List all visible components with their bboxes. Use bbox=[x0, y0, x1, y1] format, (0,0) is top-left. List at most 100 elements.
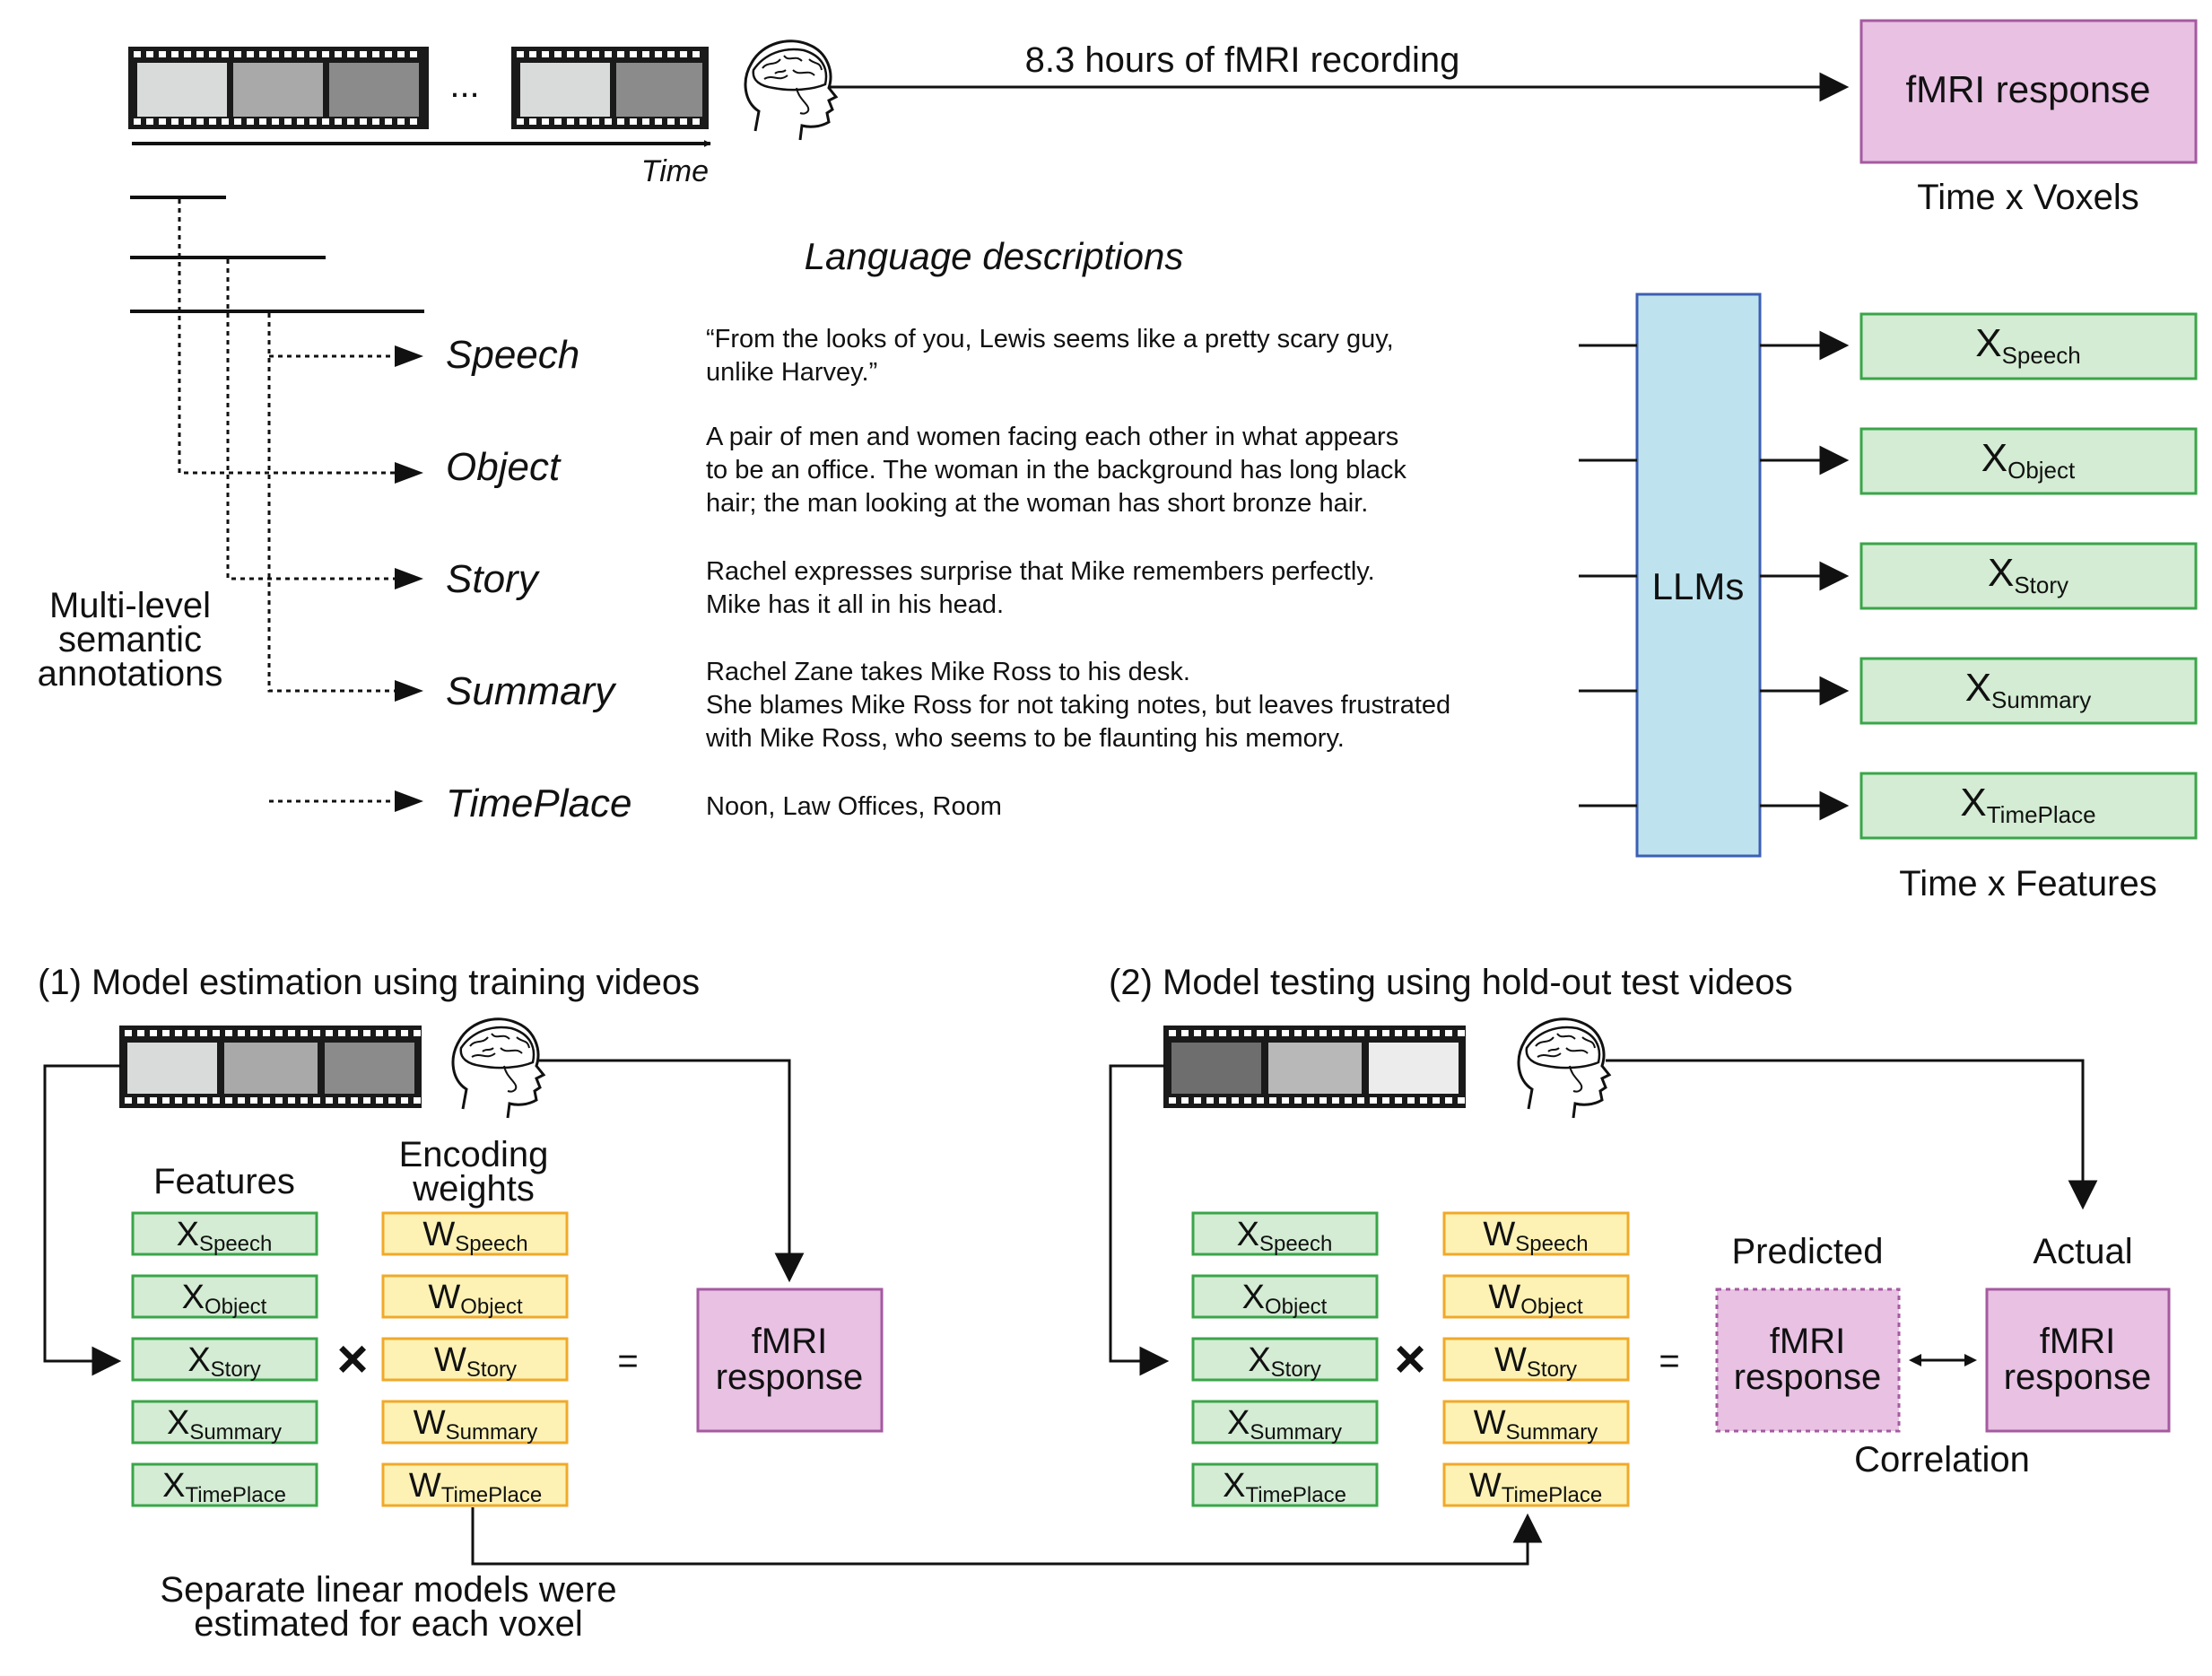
recording-label: 8.3 hours of fMRI recording bbox=[1025, 40, 1460, 80]
desc-story-line: Mike has it all in his head. bbox=[706, 590, 1004, 619]
panel-2-title: (2) Model testing using hold-out test vi… bbox=[1109, 963, 1793, 1002]
w-box-object bbox=[381, 1274, 569, 1319]
equals-sign: = bbox=[1659, 1341, 1679, 1381]
predicted-response-label: response bbox=[1734, 1357, 1882, 1397]
fmri-response-box-train bbox=[696, 1288, 884, 1433]
actual-response-arrow bbox=[1606, 1059, 2098, 1210]
equals-sign: = bbox=[617, 1341, 638, 1381]
feature-box-object bbox=[1859, 427, 2198, 495]
fmri-response-box bbox=[1859, 19, 2198, 164]
weights-label: Encoding bbox=[399, 1135, 549, 1174]
annotation-arrowheads bbox=[395, 345, 423, 812]
desc-summary-line: Rachel Zane takes Mike Ross to his desk. bbox=[706, 658, 1190, 686]
x-box-timeplace bbox=[1191, 1462, 1379, 1507]
x-label-object: XObject bbox=[1242, 1279, 1328, 1319]
actual-label: Actual bbox=[2033, 1232, 2132, 1271]
level-object: Object bbox=[446, 445, 562, 489]
film-strip-test bbox=[1163, 1026, 1466, 1108]
w-box-object bbox=[1442, 1274, 1630, 1319]
fmri-response-label: fMRI response bbox=[1905, 68, 2150, 110]
svg-text:annotations: annotations bbox=[38, 654, 223, 694]
film-perforations bbox=[517, 51, 700, 125]
desc-summary-line: She blames Mike Ross for not taking note… bbox=[706, 691, 1450, 720]
w-label-object: WObject bbox=[428, 1279, 523, 1319]
brain-icon bbox=[1517, 1017, 1611, 1120]
x-label-story: XStory bbox=[1248, 1341, 1320, 1382]
w-box-story bbox=[1442, 1337, 1630, 1382]
film-strip-train bbox=[119, 1026, 422, 1108]
w-box-story bbox=[381, 1337, 569, 1382]
svg-text:semantic: semantic bbox=[58, 620, 202, 659]
x-box-timeplace bbox=[131, 1462, 318, 1507]
language-descriptions-title: Language descriptions bbox=[805, 235, 1184, 277]
weights-label: weights bbox=[412, 1169, 535, 1209]
actual-response-label: fMRI bbox=[2040, 1322, 2115, 1361]
feature-label-object: XObject bbox=[1981, 436, 2076, 484]
features-label: Features bbox=[153, 1162, 295, 1201]
x-label-summary: XSummary bbox=[1227, 1404, 1342, 1445]
x-label-story: XStory bbox=[187, 1341, 260, 1382]
desc-story-line: Rachel expresses surprise that Mike reme… bbox=[706, 557, 1375, 586]
ellipsis: ... bbox=[449, 65, 479, 105]
multiply-sign: × bbox=[336, 1329, 368, 1389]
x-label-summary: XSummary bbox=[167, 1404, 282, 1445]
w-label-timeplace: WTimePlace bbox=[1469, 1467, 1602, 1507]
feature-box-summary bbox=[1859, 657, 2198, 725]
actual-response-label: response bbox=[2004, 1357, 2152, 1397]
fmri-response-label: fMRI bbox=[752, 1322, 827, 1361]
features-input-arrow bbox=[43, 1064, 122, 1376]
level-story: Story bbox=[446, 557, 541, 601]
x-box-speech bbox=[131, 1211, 318, 1256]
x-label-object: XObject bbox=[182, 1279, 267, 1319]
annotation-tree bbox=[130, 196, 424, 803]
multiply-sign: × bbox=[1394, 1329, 1425, 1389]
x-label-speech: XSpeech bbox=[177, 1216, 273, 1256]
note-line: estimated for each voxel bbox=[194, 1604, 583, 1644]
actual-response-box bbox=[1985, 1288, 2171, 1433]
fmri-dims-label: Time x Voxels bbox=[1917, 178, 2138, 217]
feature-box-timeplace bbox=[1859, 772, 2198, 840]
features-input-arrow bbox=[1109, 1064, 1170, 1376]
x-box-speech bbox=[1191, 1211, 1379, 1256]
panel-1-title: (1) Model estimation using training vide… bbox=[38, 963, 700, 1002]
brain-icon bbox=[451, 1017, 545, 1120]
feature-label-speech: XSpeech bbox=[1975, 321, 2081, 369]
w-box-summary bbox=[1442, 1400, 1630, 1445]
weights-transfer-arrow bbox=[471, 1507, 1543, 1566]
desc-speech-line: unlike Harvey.” bbox=[706, 358, 877, 387]
brain-icon bbox=[744, 39, 838, 142]
w-label-speech: WSpeech bbox=[1483, 1216, 1588, 1256]
svg-text:Multi-level: Multi-level bbox=[49, 586, 211, 625]
level-timeplace: TimePlace bbox=[446, 781, 631, 825]
desc-object-line: to be an office. The woman in the backgr… bbox=[706, 456, 1406, 484]
w-label-speech: WSpeech bbox=[422, 1216, 527, 1256]
features-dims-label: Time x Features bbox=[1899, 864, 2156, 903]
film-perforations bbox=[1169, 1030, 1465, 1104]
level-speech: Speech bbox=[446, 333, 579, 377]
predicted-label: Predicted bbox=[1732, 1232, 1884, 1271]
llm-label: LLMs bbox=[1652, 565, 1745, 607]
w-box-summary bbox=[381, 1400, 569, 1445]
feature-label-story: XStory bbox=[1988, 551, 2068, 598]
x-box-object bbox=[1191, 1274, 1379, 1319]
x-box-story bbox=[131, 1337, 318, 1382]
w-label-summary: WSummary bbox=[414, 1404, 538, 1445]
desc-timeplace-line: Noon, Law Offices, Room bbox=[706, 792, 1002, 821]
w-label-story: WStory bbox=[1494, 1341, 1577, 1382]
x-box-summary bbox=[131, 1400, 318, 1445]
level-summary: Summary bbox=[446, 669, 617, 713]
time-label: Time bbox=[641, 154, 709, 188]
film-perforations bbox=[125, 1030, 421, 1104]
x-box-story bbox=[1191, 1337, 1379, 1382]
predicted-response-box bbox=[1715, 1288, 1901, 1433]
w-label-story: WStory bbox=[434, 1341, 517, 1382]
w-box-speech bbox=[1442, 1211, 1630, 1256]
w-box-timeplace bbox=[1442, 1462, 1630, 1507]
desc-summary-line: with Mike Ross, who seems to be flauntin… bbox=[705, 724, 1345, 753]
feature-box-speech bbox=[1859, 312, 2198, 380]
feature-label-timeplace: XTimePlace bbox=[1960, 781, 2095, 828]
x-box-object bbox=[131, 1274, 318, 1319]
response-arrow bbox=[538, 1059, 805, 1283]
predicted-response-label: fMRI bbox=[1770, 1322, 1845, 1361]
